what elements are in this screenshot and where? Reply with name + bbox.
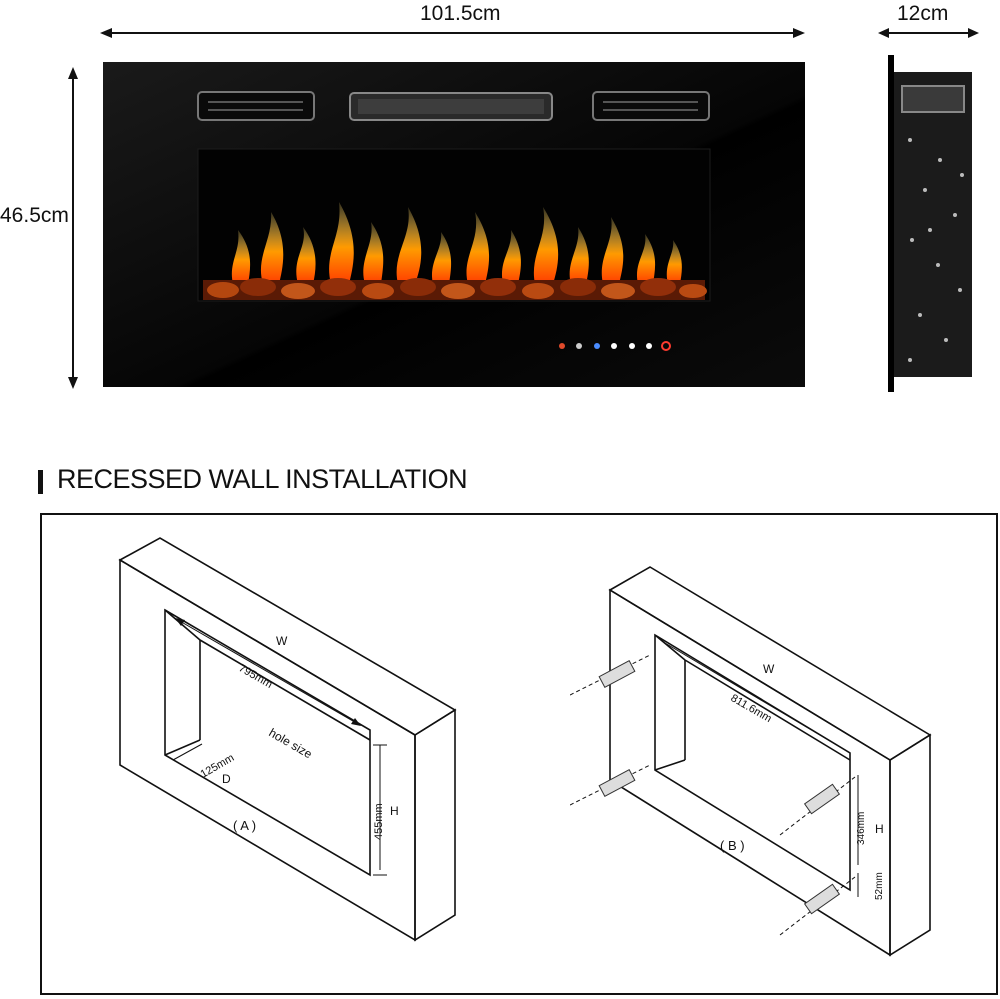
depth-dimension-label: 12cm bbox=[897, 2, 949, 25]
diagram-b-w-label: W bbox=[763, 662, 775, 676]
diagram-a-hole-size: hole size bbox=[267, 725, 315, 761]
dimension-arrows bbox=[68, 28, 979, 389]
diagram-a-w-value: 795mm bbox=[237, 662, 275, 691]
diagram-a-d-label: D bbox=[222, 772, 231, 786]
section-title: RECESSED WALL INSTALLATION bbox=[57, 464, 468, 494]
diagram-b-label: ( B ) bbox=[720, 838, 745, 853]
width-dimension-label: 101.5cm bbox=[420, 2, 501, 25]
control-panel-icons bbox=[559, 341, 671, 351]
fireplace-side-view bbox=[888, 55, 972, 392]
installation-diagram-frame bbox=[40, 513, 998, 995]
diagram-b-h-value: 346mm bbox=[856, 812, 867, 845]
diagram-b-h-label: H bbox=[875, 822, 884, 836]
diagram-b-bottom-value: 52mm bbox=[874, 872, 885, 900]
diagram-a-h-label: H bbox=[390, 804, 399, 818]
left-vent bbox=[197, 91, 315, 121]
right-vent bbox=[592, 91, 710, 121]
flames bbox=[231, 202, 682, 284]
diagram-a-hole-size: W 795mm hole size 125mm D 455mm H ( A ) bbox=[118, 537, 457, 942]
diagram-b-mounting: W 811.6mm 346mm H 52mm ( B ) bbox=[570, 566, 932, 957]
ember-logs bbox=[203, 278, 707, 300]
section-title-bar bbox=[38, 470, 43, 494]
center-heater-grille bbox=[349, 92, 553, 121]
diagram-a-w-label: W bbox=[276, 634, 288, 648]
diagram-a-h-value: 455mm bbox=[373, 803, 385, 840]
fireplace-front-view bbox=[103, 62, 805, 387]
firebox-window bbox=[197, 148, 711, 302]
height-dimension-label: 46.5cm bbox=[0, 204, 69, 227]
diagram-a-label: ( A ) bbox=[233, 818, 256, 833]
